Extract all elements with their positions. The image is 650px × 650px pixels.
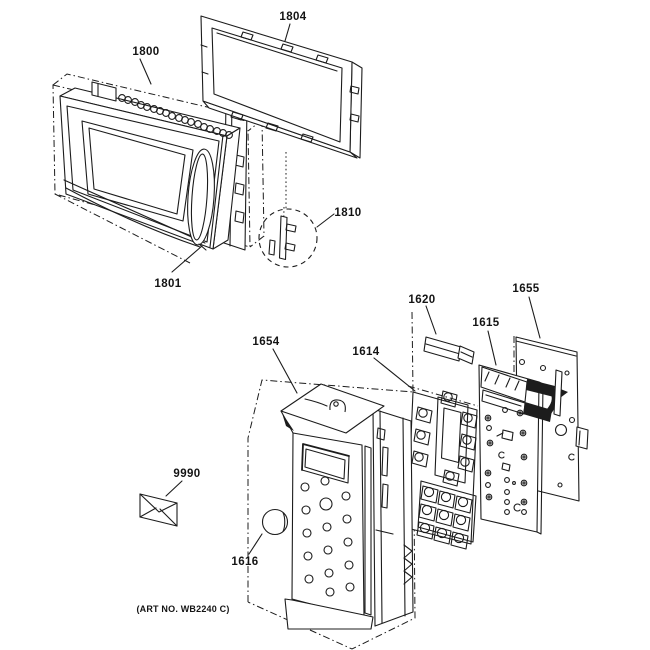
part-label-door-assembly: 1800	[132, 46, 159, 58]
panel-buttons	[300, 476, 355, 597]
leader-lines	[139, 23, 541, 555]
door-choke-coil	[118, 94, 233, 139]
door-handle	[187, 148, 215, 251]
part-label-door-frame: 1804	[279, 11, 306, 23]
keypad-membrane-part	[406, 390, 478, 550]
part-label-display-board: 1615	[472, 317, 499, 329]
door-hinge-bracket	[91, 81, 117, 102]
part-label-control-panel: 1654	[252, 336, 279, 348]
art-number-note: (ART NO. WB2240 C)	[136, 604, 229, 614]
latch-detail-circle	[258, 206, 318, 268]
display-lens-part	[423, 336, 475, 365]
part-label-keypad-membrane: 1614	[352, 346, 379, 358]
part-label-literature: 9990	[173, 468, 200, 480]
literature-envelope	[139, 493, 178, 527]
knob-part	[261, 508, 289, 536]
display-board	[478, 364, 568, 535]
door-frame-part	[200, 15, 363, 159]
control-panel-part	[280, 383, 414, 630]
part-label-display-lens: 1620	[408, 294, 435, 306]
part-label-door-handle: 1801	[154, 278, 181, 290]
part-label-knob: 1616	[231, 556, 258, 568]
part-label-latch-detail: 1810	[334, 207, 361, 219]
part-label-control-board: 1655	[512, 283, 539, 295]
